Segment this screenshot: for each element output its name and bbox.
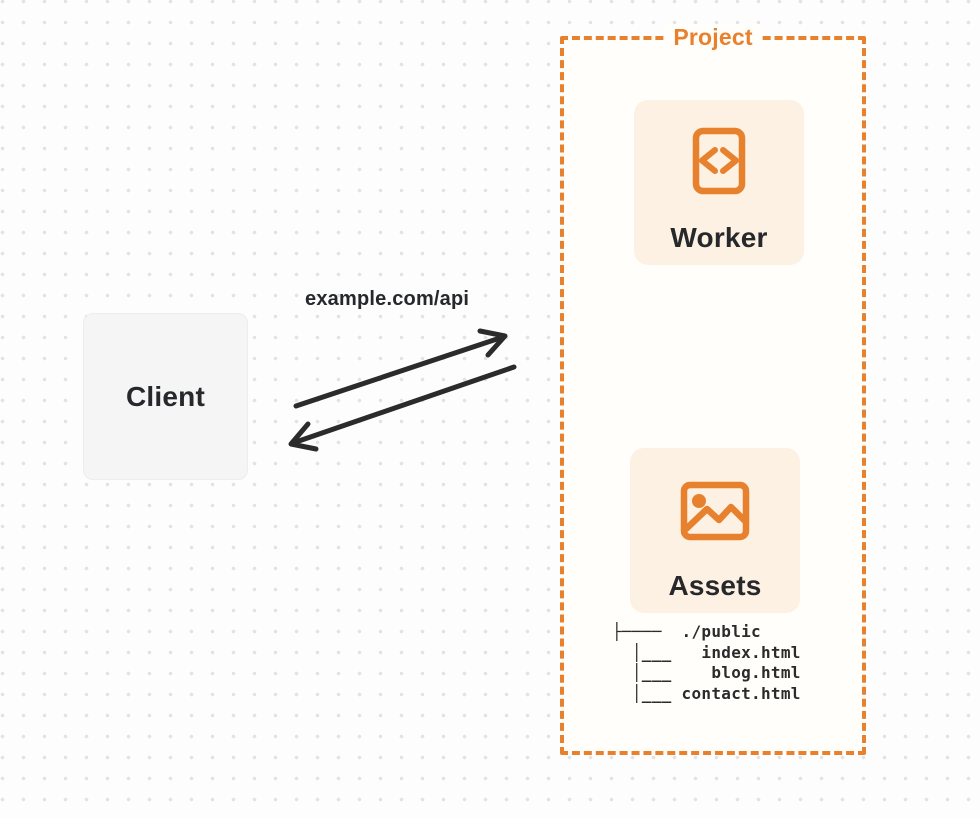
request-url-label: example.com/api <box>305 288 470 310</box>
image-icon <box>680 481 750 546</box>
assets-file-tree: ├──── ./public │___ index.html │___ blog… <box>612 622 801 703</box>
project-container: Project Worker Assets <box>560 24 866 755</box>
project-title: Project <box>664 24 762 51</box>
assets-node: Assets <box>630 448 800 613</box>
assets-label: Assets <box>668 570 762 601</box>
client-label: Client <box>126 380 205 412</box>
code-file-icon <box>692 127 746 200</box>
request-arrow <box>293 328 508 409</box>
response-arrow <box>288 364 517 452</box>
client-node: Client <box>83 313 248 480</box>
worker-label: Worker <box>670 222 768 253</box>
worker-node: Worker <box>634 100 804 265</box>
